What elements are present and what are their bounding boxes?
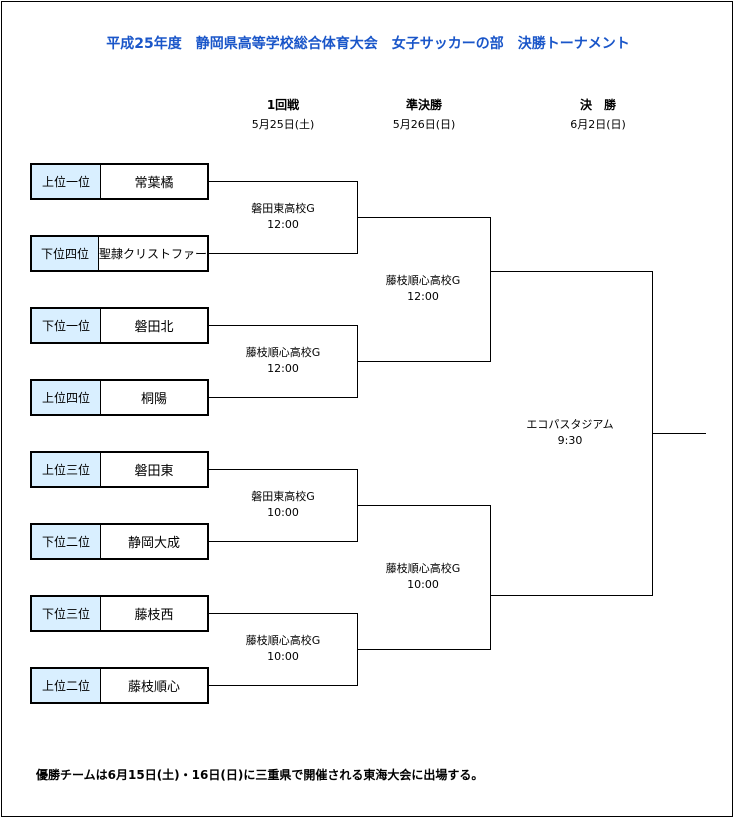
- champion-line: [652, 433, 706, 434]
- match-venue: 藤枝順心高校G: [385, 562, 461, 575]
- team-box-1: 上位一位 常葉橘: [30, 163, 209, 200]
- match-venue: 藤枝順心高校G: [245, 634, 321, 647]
- team-box-5: 上位三位 磐田東: [30, 451, 209, 488]
- round-date-2: 5月26日(日): [392, 118, 456, 131]
- round-name-2: 準決勝: [405, 98, 442, 112]
- bracket-line: [209, 325, 358, 326]
- team-seed: 上位四位: [32, 381, 101, 414]
- team-seed: 上位二位: [32, 669, 101, 702]
- match-sf-2: 藤枝順心高校G 10:00: [348, 561, 498, 593]
- team-seed: 下位四位: [32, 237, 99, 270]
- bracket-line: [209, 541, 358, 542]
- round-date-1: 5月25日(土): [251, 118, 315, 131]
- bracket-line: [357, 505, 491, 506]
- bracket-line: [357, 217, 491, 218]
- match-venue: 藤枝順心高校G: [245, 346, 321, 359]
- bracket-line: [209, 181, 358, 182]
- match-r1-1: 磐田東高校G 12:00: [208, 201, 358, 233]
- round-date-3: 6月2日(日): [570, 118, 626, 131]
- team-seed: 下位二位: [32, 525, 101, 558]
- bracket-line: [209, 397, 358, 398]
- team-name: 常葉橘: [134, 176, 174, 191]
- bracket-line: [490, 505, 491, 650]
- match-venue: エコパスタジアム: [526, 418, 614, 431]
- match-r1-2: 藤枝順心高校G 12:00: [208, 345, 358, 377]
- match-venue: 藤枝順心高校G: [385, 274, 461, 287]
- match-time: 12:00: [407, 290, 439, 303]
- team-box-3: 下位一位 磐田北: [30, 307, 209, 344]
- match-time: 10:00: [267, 506, 299, 519]
- bracket-line: [357, 649, 491, 650]
- team-name: 磐田北: [134, 320, 174, 335]
- bracket-line: [209, 253, 358, 254]
- match-final: エコパスタジアム 9:30: [495, 417, 645, 449]
- bracket-line: [490, 217, 491, 362]
- match-time: 12:00: [267, 362, 299, 375]
- team-box-8: 上位二位 藤枝順心: [30, 667, 209, 704]
- match-venue: 磐田東高校G: [251, 202, 315, 215]
- match-time: 9:30: [557, 434, 583, 447]
- team-name: 藤枝西: [134, 608, 174, 623]
- team-box-7: 下位三位 藤枝西: [30, 595, 209, 632]
- match-r1-3: 磐田東高校G 10:00: [208, 489, 358, 521]
- team-seed: 下位一位: [32, 309, 101, 342]
- team-name: 桐陽: [140, 392, 167, 407]
- match-time: 12:00: [267, 218, 299, 231]
- match-r1-4: 藤枝順心高校G 10:00: [208, 633, 358, 665]
- team-seed: 上位三位: [32, 453, 101, 486]
- team-box-2: 下位四位 聖隷クリストファー: [30, 235, 209, 272]
- page-title: 平成25年度 静岡県高等学校総合体育大会 女子サッカーの部 決勝トーナメント: [106, 36, 630, 52]
- bracket-line: [209, 685, 358, 686]
- round-name-1: 1回戦: [266, 98, 300, 112]
- bracket-line: [209, 469, 358, 470]
- team-name: 聖隷クリストファー: [98, 247, 207, 261]
- footer-note: 優勝チームは6月15日(土)・16日(日)に三重県で開催される東海大会に出場する…: [36, 768, 484, 782]
- bracket-line: [357, 361, 491, 362]
- bracket-line: [490, 595, 653, 596]
- team-box-6: 下位二位 静岡大成: [30, 523, 209, 560]
- team-name: 藤枝順心: [127, 680, 180, 695]
- match-venue: 磐田東高校G: [251, 490, 315, 503]
- bracket-line: [209, 613, 358, 614]
- team-name: 静岡大成: [127, 536, 180, 551]
- match-time: 10:00: [407, 578, 439, 591]
- team-seed: 上位一位: [32, 165, 101, 198]
- match-sf-1: 藤枝順心高校G 12:00: [348, 273, 498, 305]
- match-time: 10:00: [267, 650, 299, 663]
- bracket-line: [490, 271, 653, 272]
- team-seed: 下位三位: [32, 597, 101, 630]
- round-name-3: 決 勝: [579, 98, 616, 112]
- team-box-4: 上位四位 桐陽: [30, 379, 209, 416]
- team-name: 磐田東: [134, 464, 174, 479]
